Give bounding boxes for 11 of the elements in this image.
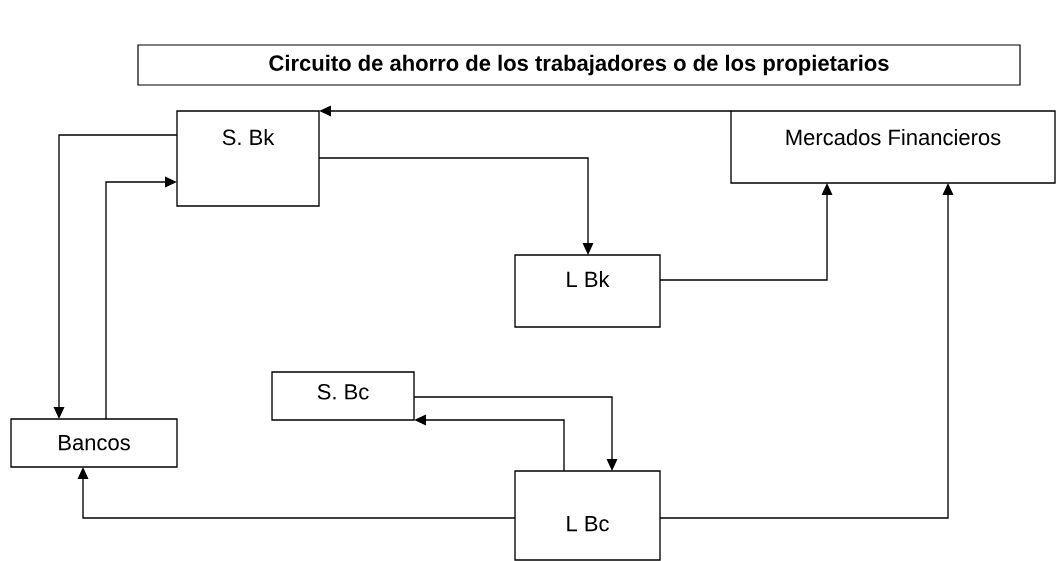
process-box: S. Bc xyxy=(271,371,415,421)
arrow xyxy=(53,134,178,419)
process-box: Mercados Financieros xyxy=(730,110,1056,184)
arrow xyxy=(318,157,594,255)
process-box: L Bc xyxy=(514,470,661,561)
arrow xyxy=(413,396,618,471)
arrow xyxy=(105,176,177,420)
process-box: Bancos xyxy=(10,418,178,468)
title-box: Circuito de ahorro de los trabajadores o de los propietarios xyxy=(137,44,1021,86)
process-box: L Bk xyxy=(514,254,661,328)
process-box: S. Bk xyxy=(176,110,320,207)
